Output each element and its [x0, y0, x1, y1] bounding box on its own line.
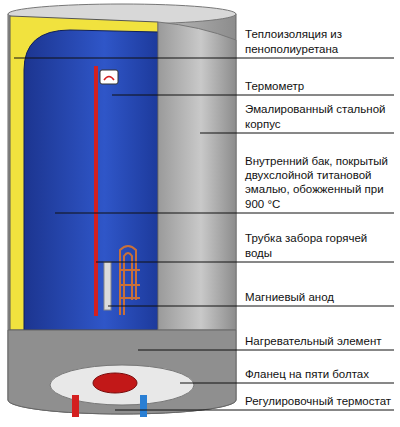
part-label: Регулировочный термостат — [245, 394, 395, 408]
flange — [50, 365, 194, 405]
leader-line — [115, 410, 394, 411]
front-shell — [158, 22, 236, 330]
part-label: Трубка забора горячей воды — [245, 231, 395, 260]
inner-tank — [24, 30, 158, 330]
part-label: Фланец на пяти болтах — [245, 367, 395, 381]
thermometer — [100, 70, 118, 84]
part-label: Нагревательный элемент — [245, 334, 395, 348]
part-label: Магниевый анод — [245, 290, 395, 304]
leader-line — [112, 95, 394, 96]
part-label: Термометр — [245, 79, 395, 93]
thermometer-dial — [104, 77, 114, 81]
part-label: Внутренний бак, покрытый двухслойной тит… — [245, 154, 395, 212]
leader-line — [96, 262, 394, 263]
heating-element — [120, 246, 140, 315]
leader-line — [108, 306, 394, 307]
hot-outlet-pipe — [72, 395, 79, 417]
leader-line — [180, 383, 394, 384]
part-label: Теплоизоляция из пенополиуретана — [245, 27, 395, 56]
steel-body — [8, 14, 236, 414]
leader-line — [200, 133, 394, 134]
leader-line — [55, 213, 394, 214]
hot-water-tube — [94, 66, 98, 316]
base — [8, 330, 236, 414]
leader-line — [14, 58, 394, 59]
thermostat — [93, 373, 137, 393]
leader-lines — [14, 58, 394, 410]
cold-inlet-pipe — [140, 395, 147, 417]
part-label: Эмалированный стальной корпус — [245, 102, 395, 131]
insulation — [10, 16, 158, 330]
magnesium-anode — [104, 262, 111, 310]
leader-line — [138, 350, 394, 351]
